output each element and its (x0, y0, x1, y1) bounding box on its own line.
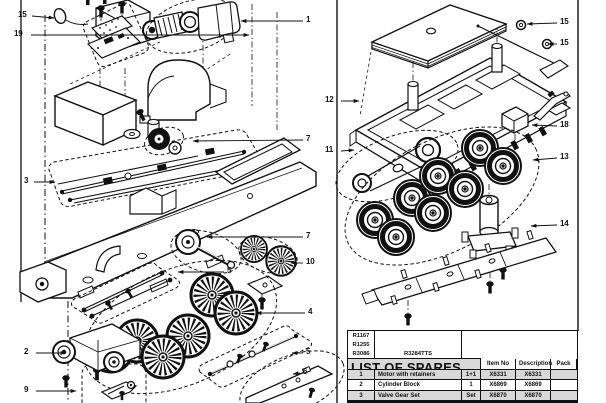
retainer-plate (246, 275, 284, 310)
table-cell-item: 3 (348, 390, 375, 401)
coupling-rods-lower (198, 325, 313, 388)
ref-number: R1167 (352, 332, 370, 339)
keeper-plate-left (239, 350, 345, 403)
column-header-pack: Pack (551, 359, 577, 370)
column-header-description: Description (516, 359, 552, 370)
weight-block (53, 81, 138, 147)
table-cell-pack: Set (462, 401, 481, 402)
coupling-hook (501, 106, 529, 134)
spares-ref-column-header: R1167 R1255 R3086 (348, 331, 375, 359)
callout-5-lower: 5 (306, 347, 311, 356)
callout-5-upper: 5 (227, 266, 232, 275)
callout-9: 9 (24, 385, 29, 394)
callout-19: 19 (14, 29, 23, 38)
table-cell-r3086: X6871 (481, 401, 516, 402)
table-cell-pack: 1 (462, 380, 481, 391)
table-cell-r3284: X6331 (516, 369, 551, 380)
table-cell-item: 2 (348, 380, 375, 391)
callout-13: 13 (560, 152, 569, 161)
callout-7-lower: 7 (306, 231, 311, 240)
loco-wheel-set (82, 259, 278, 395)
callout-10: 10 (306, 257, 315, 266)
callout-2: 2 (24, 347, 29, 356)
brake-lever (533, 90, 571, 121)
callout-12: 12 (325, 95, 334, 104)
table-cell-description: Loco Wheel Set (375, 401, 462, 402)
callout-6: 6 (303, 367, 308, 376)
table-cell-r3284: X6871 (516, 401, 551, 402)
pony-wheels (234, 230, 301, 279)
pcb-assembly (82, 1, 149, 67)
callout-15-right-b: 15 (560, 38, 569, 47)
table-cell-description: Motor with retainers (375, 369, 462, 380)
table-cell-description: Cylinder Block (375, 380, 462, 391)
table-cell-description: Valve Gear Set (375, 390, 462, 401)
roof-plate (370, 4, 508, 69)
coupling-rods-upper (71, 262, 181, 324)
list-of-spares-table: LIST OF SPARES R1167 R1255 R3086 R3284TT… (347, 330, 578, 403)
keeper-plate-right (361, 229, 558, 326)
table-cell-pack: Set (462, 390, 481, 401)
loco-body-chassis (19, 137, 317, 303)
table-cell-empty (551, 401, 577, 402)
front-coupling-assembly (81, 363, 147, 403)
callout-18: 18 (560, 120, 569, 129)
callout-3: 3 (24, 176, 29, 185)
column-header-item: Item No (481, 359, 516, 370)
table-cell-r3284: X6869 (516, 380, 551, 391)
callout-14: 14 (560, 219, 569, 228)
motor-with-worm (145, 0, 241, 54)
table-cell-r3284: X6870 (516, 390, 551, 401)
callout-11: 11 (325, 145, 334, 154)
driving-wheel-set (344, 126, 540, 266)
spares-table-title: LIST OF SPARES (348, 359, 481, 375)
handrail-and-washers (476, 19, 569, 79)
ref-number: R1255 (352, 341, 370, 348)
column-header-r3086: R3086 (352, 351, 370, 357)
callout-leader-lines (31, 15, 558, 393)
callout-15-left: 15 (18, 10, 27, 19)
table-cell-pack: 1+1 (462, 369, 481, 380)
drive-gear-shaft (170, 229, 242, 275)
table-cell-r3086: X6331 (481, 369, 516, 380)
table-cell-r3086: X6869 (481, 380, 516, 391)
column-header-r3284tts: R3284TTS (375, 331, 462, 359)
table-cell-item: 4 (348, 401, 375, 402)
table-cell-empty (551, 390, 577, 401)
callout-1: 1 (306, 15, 311, 24)
table-cell-empty (551, 380, 577, 391)
flywheel-gear (144, 126, 184, 156)
table-cell-r3086: X6870 (481, 390, 516, 401)
spares-empty-column (462, 331, 481, 359)
table-cell-item: 1 (348, 369, 375, 380)
cab-roof-housing (139, 59, 227, 124)
table-cell-empty (551, 369, 577, 380)
callout-7-upper: 7 (306, 134, 311, 143)
callout-15-right-a: 15 (560, 17, 569, 26)
callout-4: 4 (308, 307, 313, 316)
screw-jack-post (461, 194, 519, 280)
